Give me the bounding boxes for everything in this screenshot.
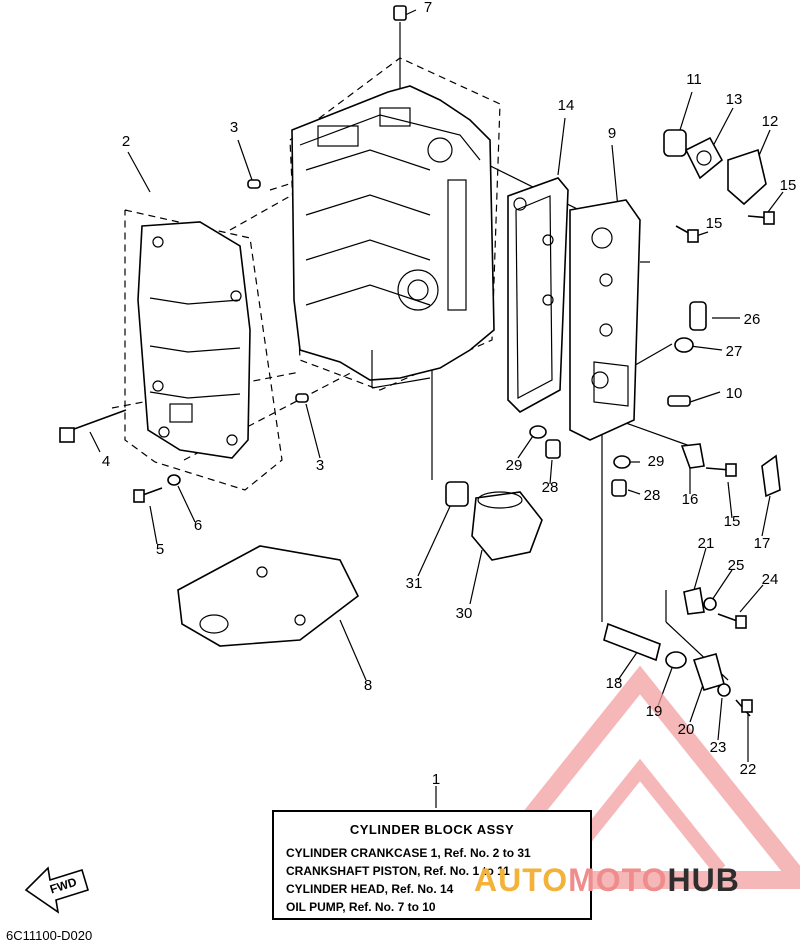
- callout-label-4: 4: [102, 453, 110, 470]
- callout-label-16: 16: [682, 491, 699, 508]
- legend-line: CYLINDER CRANKCASE 1, Ref. No. 2 to 31: [286, 846, 531, 860]
- callout-label-30: 30: [456, 605, 473, 622]
- callout-label-13: 13: [726, 91, 743, 108]
- callout-label-24: 24: [762, 571, 779, 588]
- callout-label-3b: 3: [316, 457, 324, 474]
- callout-label-27: 27: [726, 343, 743, 360]
- callout-label-23: 23: [710, 739, 727, 756]
- watermark-moto: MOTO: [568, 862, 668, 898]
- callout-label-14: 14: [558, 97, 575, 114]
- callout-label-2: 2: [122, 133, 130, 150]
- callout-label-9: 9: [608, 125, 616, 142]
- cylinder-head: [569, 199, 641, 441]
- callout-label-8: 8: [364, 677, 372, 694]
- fwd-arrow: FWD: [24, 866, 89, 914]
- callout-label-29b: 29: [648, 453, 665, 470]
- watermark-hub: HUB: [667, 862, 740, 898]
- legend-title: CYLINDER BLOCK ASSY: [349, 822, 515, 837]
- callout-label-28b: 28: [644, 487, 661, 504]
- callout-label-5: 5: [156, 541, 164, 558]
- crankcase-cover: [137, 221, 251, 459]
- callout-label-26: 26: [744, 311, 761, 328]
- callout-label-15b: 15: [706, 215, 723, 232]
- callout-label-29a: 29: [506, 457, 523, 474]
- callout-label-25: 25: [728, 557, 745, 574]
- watermark-auto: AUTO: [474, 862, 569, 898]
- callout-label-18: 18: [606, 675, 623, 692]
- callout-label-20: 20: [678, 721, 695, 738]
- callout-label-1: 1: [432, 771, 440, 788]
- callout-label-19: 19: [646, 703, 663, 720]
- legend-line: CYLINDER HEAD, Ref. No. 14: [286, 882, 454, 896]
- callout-label-31: 31: [406, 575, 423, 592]
- diagram-code: 6C11100-D020: [6, 928, 93, 943]
- head-gasket: [507, 177, 569, 413]
- callout-label-22: 22: [740, 761, 757, 778]
- watermark-text: AUTOMOTOHUB: [474, 862, 740, 899]
- callout-label-10: 10: [726, 385, 743, 402]
- leader-lines: [89, 9, 784, 808]
- legend-line: OIL PUMP, Ref. No. 7 to 10: [286, 900, 436, 914]
- callout-label-3a: 3: [230, 119, 238, 136]
- callout-label-28a: 28: [542, 479, 559, 496]
- legend-box: CYLINDER BLOCK ASSY CYLINDER CRANKCASE 1…: [272, 810, 592, 920]
- callout-label-6: 6: [194, 517, 202, 534]
- legend-line: CRANKSHAFT PISTON, Ref. No. 1 to 11: [286, 864, 510, 878]
- cylinder-block: [291, 85, 495, 389]
- callout-label-12: 12: [762, 113, 779, 130]
- callout-label-17: 17: [754, 535, 771, 552]
- small-parts: [59, 5, 781, 717]
- callout-label-15c: 15: [724, 513, 741, 530]
- callout-label-7: 7: [424, 0, 432, 16]
- callout-label-15a: 15: [780, 177, 797, 194]
- callout-label-21: 21: [698, 535, 715, 552]
- callout-label-11: 11: [686, 71, 702, 88]
